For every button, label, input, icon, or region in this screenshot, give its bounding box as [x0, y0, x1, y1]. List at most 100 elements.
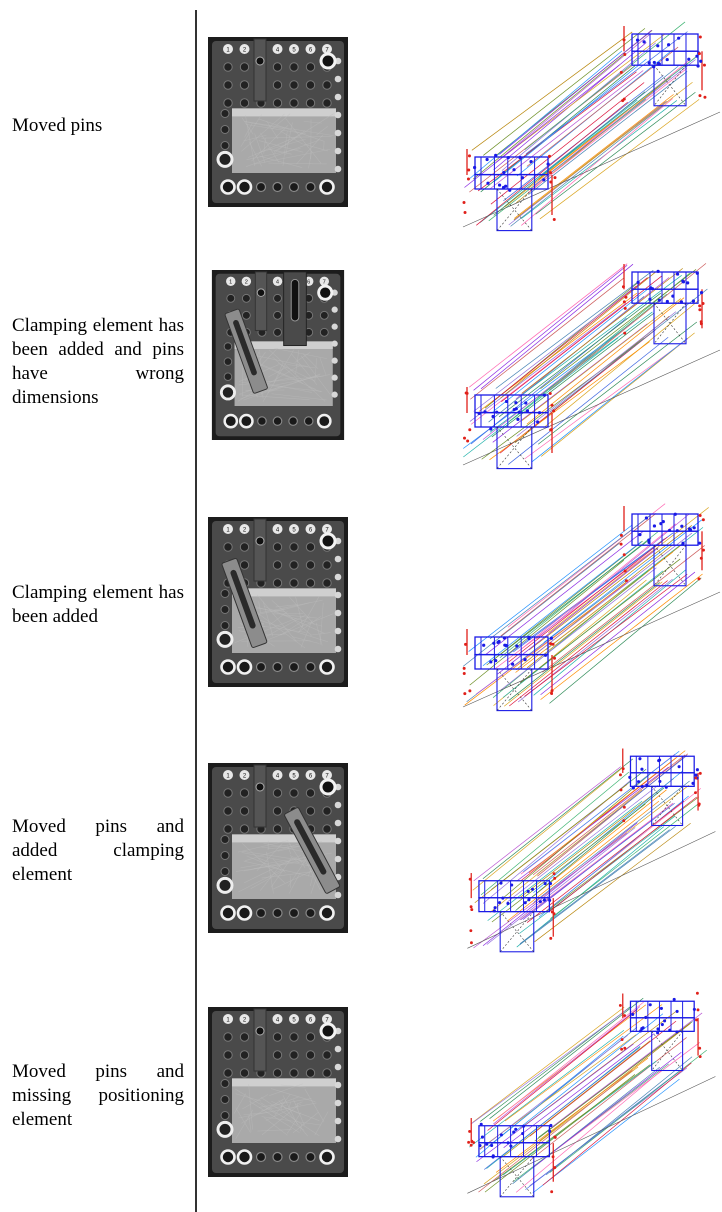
fixture-hole	[305, 661, 316, 673]
model-node	[497, 183, 502, 187]
fixture-hole	[272, 80, 283, 90]
fixture-hole	[272, 1050, 283, 1060]
correspondence-line	[515, 1069, 663, 1193]
model-node	[549, 180, 553, 184]
model-node	[517, 410, 521, 414]
plate-texture	[285, 122, 293, 156]
correspondence-line	[468, 525, 632, 652]
plate-texture	[288, 1102, 291, 1109]
plate-texture	[302, 353, 319, 370]
model-node	[485, 1142, 489, 1146]
fixture-hole	[220, 621, 230, 630]
plate-texture	[239, 394, 310, 400]
row-caption: Clamping element has been added	[12, 582, 184, 627]
fixture-hole	[289, 788, 299, 798]
model-edge	[499, 911, 534, 952]
correspondence-line	[473, 265, 628, 391]
model-node	[698, 513, 702, 517]
model-node	[467, 1140, 471, 1144]
match-diagram	[467, 748, 716, 953]
locator-pin	[216, 630, 234, 648]
side-marker	[331, 323, 338, 330]
fixture-hole	[305, 542, 316, 552]
model-node	[658, 779, 662, 783]
plate-texture	[234, 617, 297, 644]
pin-number: 2	[243, 774, 247, 780]
model-node	[546, 162, 550, 166]
model-node	[548, 882, 553, 886]
pin-marker	[239, 44, 250, 54]
model-block	[496, 668, 533, 712]
fixture-hole	[322, 578, 332, 588]
plate-texture	[319, 357, 327, 376]
fixture-hole	[272, 560, 283, 570]
model-node	[522, 1124, 526, 1128]
model-node	[696, 1008, 700, 1012]
model-node	[698, 1046, 702, 1050]
correspondence-line	[464, 64, 621, 188]
pin-marker	[305, 770, 316, 780]
fixture-hole	[223, 80, 233, 90]
correspondence-line	[539, 99, 700, 220]
model-node	[652, 65, 656, 69]
fixture-photo: 1234567	[208, 37, 348, 207]
pin-number: 1	[226, 48, 230, 54]
correspondence-line	[539, 1023, 691, 1142]
side-marker	[334, 1081, 342, 1089]
correspondence-line	[475, 1035, 624, 1158]
model-node	[486, 181, 490, 185]
model-node	[518, 155, 522, 160]
model-block	[651, 1030, 684, 1072]
correspondence-line	[532, 1078, 680, 1194]
model-node	[552, 872, 556, 876]
side-marker	[334, 783, 342, 791]
pin-number: 1	[226, 528, 230, 534]
model-node	[622, 553, 626, 557]
correspondence-line	[483, 28, 646, 156]
fixture-hole	[223, 788, 233, 798]
plate-texture	[250, 870, 284, 890]
correspondence-line	[503, 581, 663, 707]
model-node	[640, 784, 644, 788]
plate-texture	[240, 114, 262, 147]
plate-texture	[267, 373, 321, 393]
outline-edge	[462, 591, 721, 708]
model-node	[698, 35, 702, 39]
model-node	[482, 643, 486, 647]
side-marker	[334, 609, 342, 617]
pin-marker	[305, 524, 316, 534]
correspondence-line	[471, 31, 633, 151]
plate-texture	[280, 616, 311, 636]
fixture-hole	[272, 416, 283, 426]
pin-number: 4	[276, 280, 279, 286]
correspondence-line	[521, 275, 682, 396]
plate-texture	[261, 871, 313, 879]
fixture-photo: 1234567	[208, 763, 348, 933]
side-marker	[334, 855, 342, 863]
plate-texture	[251, 125, 289, 162]
model-node	[549, 428, 553, 432]
correspondence-line	[482, 541, 642, 667]
correspondence-line	[464, 582, 626, 706]
model-node	[698, 541, 702, 545]
fixture-hole	[289, 62, 299, 72]
correspondence-line	[473, 832, 628, 949]
plate-texture	[298, 616, 321, 633]
model-node	[694, 776, 698, 780]
plate-texture	[242, 1094, 269, 1110]
correspondence-line	[492, 285, 653, 413]
model-block	[499, 1156, 535, 1198]
fixture-hole	[288, 1151, 300, 1163]
model-node	[512, 1130, 516, 1134]
model-node	[656, 61, 661, 66]
model-node	[524, 401, 528, 405]
pin-marker	[305, 44, 316, 54]
model-node	[503, 643, 507, 647]
fixture-hole	[305, 1068, 316, 1078]
correspondence-line	[537, 321, 698, 445]
pin-marker	[272, 44, 283, 54]
plate-texture	[289, 875, 291, 888]
correspondence-line	[493, 1006, 641, 1125]
correspondence-line	[532, 532, 693, 657]
pin-number: 6	[309, 48, 313, 54]
